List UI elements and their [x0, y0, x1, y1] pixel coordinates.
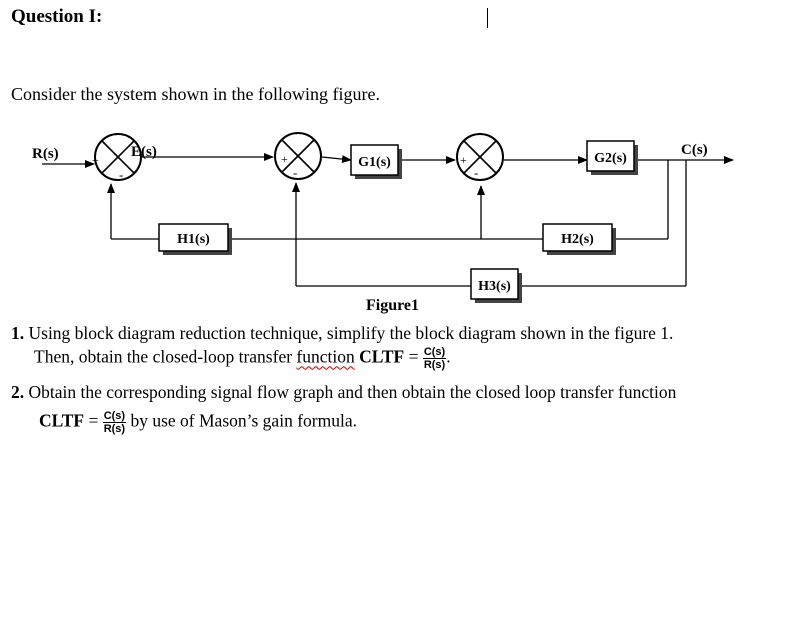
question-1-number: 1. — [11, 323, 25, 343]
question-1-text: Using block diagram reduction technique,… — [28, 323, 674, 343]
equals-sign: = — [408, 346, 419, 367]
block-diagram: R(s) C(s) E(s) G1(s) G2(s) H1(s) H2(s) H… — [32, 132, 734, 303]
sum2-minus: - — [293, 165, 297, 180]
sum2-to-g1-arrow — [321, 155, 352, 164]
numerator: C(s) — [102, 410, 127, 423]
question-2-number: 2. — [11, 382, 25, 402]
question-2-line-2: CLTF = C(s) R(s) by use of Mason’s gain … — [39, 410, 357, 435]
block-g1 — [350, 144, 402, 179]
h1-label: H1(s) — [177, 232, 210, 247]
error-label: E(s) — [131, 144, 157, 160]
transfer-function-fraction: C(s) R(s) — [422, 346, 447, 371]
numerator: C(s) — [422, 346, 447, 359]
summing-junction-1 — [94, 133, 142, 181]
input-label: R(s) — [32, 146, 59, 162]
equals-sign: = — [88, 410, 99, 431]
h3-label: H3(s) — [478, 279, 511, 294]
spellcheck-word: function — [296, 346, 355, 367]
transfer-function-fraction: C(s) R(s) — [102, 410, 127, 435]
block-g2 — [586, 140, 638, 175]
sum3-minus: - — [474, 165, 478, 180]
intro-text: Consider the system shown in the followi… — [11, 84, 380, 104]
cltf-label: CLTF — [359, 346, 405, 367]
block-h2 — [542, 223, 616, 255]
g1-label: G1(s) — [358, 155, 391, 170]
sum1-plus: + — [92, 153, 99, 167]
h2-label: H2(s) — [561, 232, 594, 247]
cltf-label: CLTF — [39, 410, 85, 431]
question-2-line-1: 2. Obtain the corresponding signal flow … — [11, 382, 676, 403]
text-cursor — [487, 8, 488, 28]
denominator: R(s) — [103, 423, 126, 435]
question-1-line-2-text: Then, obtain the closed-loop transfer — [34, 346, 293, 367]
output-label: C(s) — [681, 142, 708, 158]
question-1-line-2: Then, obtain the closed-loop transfer fu… — [34, 346, 451, 371]
figure-caption: Figure1 — [366, 297, 420, 314]
denominator: R(s) — [423, 359, 446, 371]
sum3-plus: + — [460, 153, 467, 167]
block-h3 — [470, 268, 522, 303]
summing-junction-2 — [274, 132, 322, 180]
question-1-line-1: 1. Using block diagram reduction techniq… — [11, 323, 673, 344]
period: . — [446, 346, 451, 367]
block-h1 — [158, 223, 232, 255]
question-title: Question I: — [11, 6, 103, 27]
question-2-text: Obtain the corresponding signal flow gra… — [28, 382, 677, 402]
sum1-minus: - — [119, 167, 123, 182]
summing-junction-3 — [456, 133, 504, 181]
sum2-plus: + — [281, 152, 288, 166]
question-2-line-2-text: by use of Mason’s gain formula. — [130, 410, 357, 431]
g2-label: G2(s) — [594, 151, 627, 166]
